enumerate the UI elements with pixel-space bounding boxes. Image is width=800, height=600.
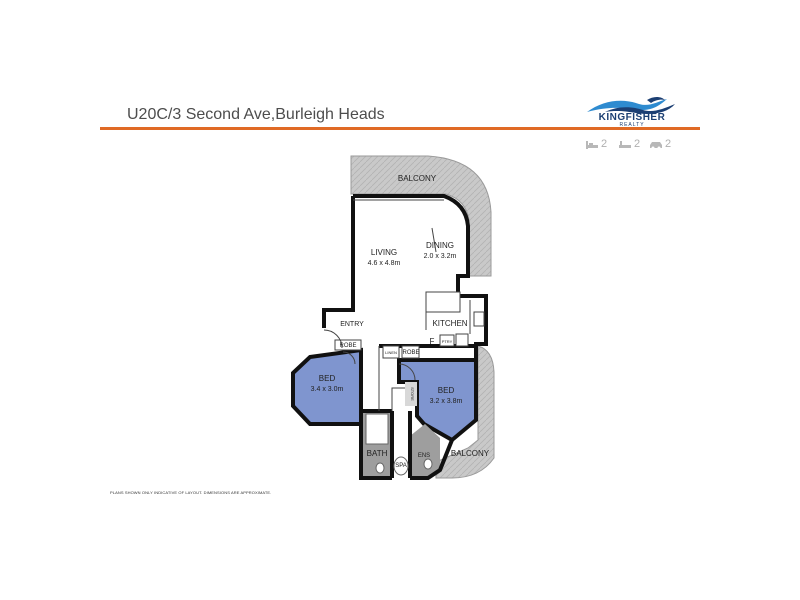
bath-label: BATH <box>367 449 388 458</box>
ensuite-label: ENS <box>418 453 430 459</box>
kitchen-label: KITCHEN <box>432 319 467 328</box>
living-label: LIVING <box>371 248 397 257</box>
wall-outline <box>322 194 488 480</box>
kingfisher-wave-logo-icon <box>587 97 675 114</box>
bed-2-dims: 3.2 x 3.8m <box>430 398 463 405</box>
balcony-top-area <box>350 155 492 277</box>
interior-lines <box>323 199 485 476</box>
store-room <box>405 382 417 406</box>
brand-subtitle: REALTY <box>619 122 645 128</box>
bed-count: 2 <box>601 138 608 150</box>
linen-label: LINEN <box>385 350 397 355</box>
balcony-bottom-label: BALCONY <box>451 449 490 458</box>
entry-label: ENTRY <box>340 321 364 328</box>
spa-label: SPA <box>395 463 407 469</box>
ensuite-room <box>410 424 440 478</box>
brand-name: KINGFISHER <box>598 112 666 123</box>
bed-1-label: BED <box>319 374 336 383</box>
bed-1-dims: 3.4 x 3.0m <box>311 386 344 393</box>
living-dims: 4.6 x 4.8m <box>368 260 401 267</box>
store-label: STORE <box>410 387 415 401</box>
car-count: 2 <box>665 138 672 150</box>
feature-icons: 2 2 2 <box>585 138 705 152</box>
balcony-bottom-area <box>435 345 495 479</box>
header-rule <box>100 127 700 130</box>
bed-2-label: BED <box>438 386 455 395</box>
pantry-label: PTRY <box>442 339 453 344</box>
fridge-label: F <box>430 337 435 346</box>
property-address: U20C/3 Second Ave,Burleigh Heads <box>127 106 385 123</box>
bath-icon <box>619 141 631 148</box>
car-icon <box>650 142 662 150</box>
dining-dims: 2.0 x 3.2m <box>424 253 457 260</box>
balcony-top-label: BALCONY <box>398 174 437 183</box>
robe-left-label: ROBE <box>339 343 356 349</box>
dining-label: DINING <box>426 241 454 250</box>
bed-icon <box>586 141 598 149</box>
bath-count: 2 <box>634 138 641 150</box>
plan-disclaimer: PLANS SHOWN ONLY INDICATIVE OF LAYOUT. D… <box>110 490 272 495</box>
robe-right-label: ROBE <box>402 350 419 356</box>
